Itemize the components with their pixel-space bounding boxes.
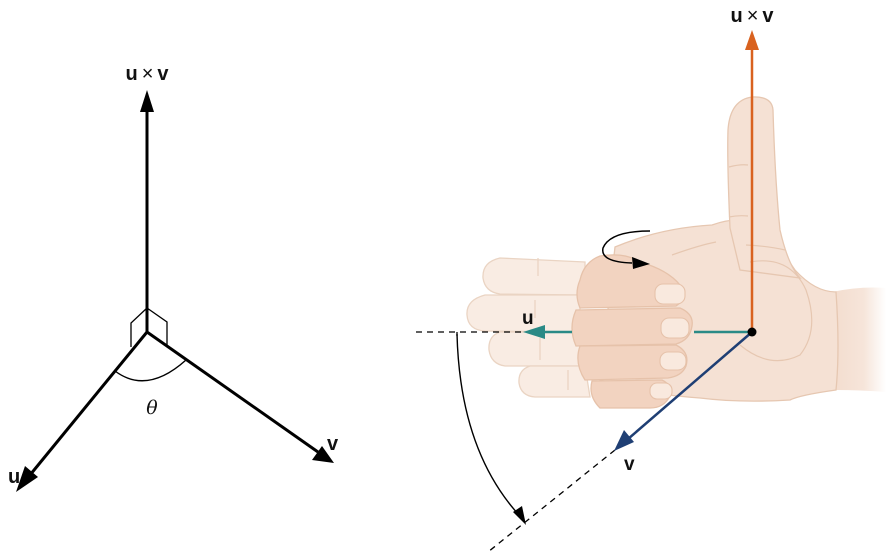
v-vector-arrow bbox=[627, 331, 753, 440]
cross-product-label: u×v bbox=[125, 63, 169, 85]
angle-theta-arc bbox=[114, 359, 187, 382]
rotation-arrowhead-icon bbox=[632, 257, 650, 269]
hand-wrist bbox=[830, 287, 886, 392]
u-arrowhead-icon bbox=[523, 325, 545, 339]
right-angle-marker-icon bbox=[130, 307, 168, 347]
fingernails bbox=[649, 283, 690, 400]
u-vector-arrow bbox=[28, 331, 149, 476]
palm-pad bbox=[739, 260, 813, 362]
u-arrowhead-icon bbox=[16, 466, 38, 492]
u-label: u bbox=[8, 466, 20, 488]
left-vector-diagram: u×v u v θ bbox=[8, 63, 339, 492]
cross-product-arrowhead-icon bbox=[745, 30, 759, 50]
angle-rotation-arc bbox=[456, 333, 520, 516]
v-extension-dashed-line bbox=[487, 449, 616, 553]
v-vector-arrow bbox=[146, 330, 319, 454]
origin-point bbox=[747, 327, 757, 337]
angle-arc-arrowhead-icon bbox=[513, 506, 526, 525]
palm-crease bbox=[671, 241, 786, 256]
theta-label: θ bbox=[146, 397, 158, 419]
v-label: v bbox=[327, 433, 339, 455]
u-label: u bbox=[522, 308, 534, 329]
right-hand-diagram: u×v u v bbox=[416, 5, 886, 553]
rotation-direction-arrow bbox=[602, 230, 651, 264]
hand-thumb bbox=[727, 96, 802, 279]
v-label: v bbox=[624, 454, 635, 475]
thumb-crease bbox=[728, 164, 749, 218]
cross-product-label: u×v bbox=[730, 5, 774, 27]
cross-product-arrowhead-icon bbox=[140, 90, 154, 112]
v-arrowhead-icon bbox=[312, 446, 334, 463]
extended-fingers-ghost bbox=[466, 257, 591, 398]
v-arrowhead-icon bbox=[614, 430, 634, 451]
